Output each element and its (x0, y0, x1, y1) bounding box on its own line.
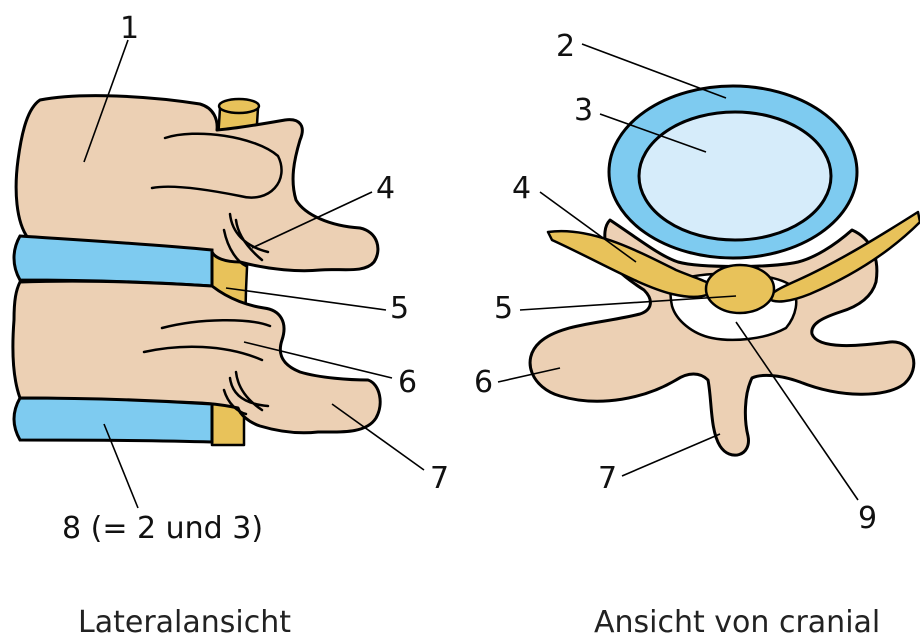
label-5-left: 5 (390, 291, 409, 326)
leader-2 (582, 44, 726, 98)
label-7-right: 7 (598, 461, 617, 496)
label-4-right: 4 (512, 171, 531, 206)
label-5-right: 5 (494, 291, 513, 326)
label-2: 2 (556, 29, 575, 64)
label-6-right: 6 (474, 365, 493, 400)
label-4-left: 4 (376, 171, 395, 206)
label-9: 9 (858, 501, 877, 536)
lateral-view (13, 40, 424, 508)
label-8: 8 (= 2 und 3) (62, 511, 263, 546)
lateral-cord-top (219, 99, 259, 113)
lower-disc (14, 398, 212, 442)
label-7-left: 7 (430, 461, 449, 496)
label-6-left: 6 (398, 365, 417, 400)
caption-cranial: Ansicht von cranial (594, 605, 880, 640)
cranial-view (498, 44, 920, 500)
cranial-spinal-cord (706, 265, 774, 313)
label-3: 3 (574, 93, 593, 128)
leader-7-right (622, 434, 720, 476)
nucleus-pulposus (639, 112, 831, 240)
caption-lateral: Lateralansicht (78, 605, 291, 640)
label-1: 1 (120, 11, 139, 46)
